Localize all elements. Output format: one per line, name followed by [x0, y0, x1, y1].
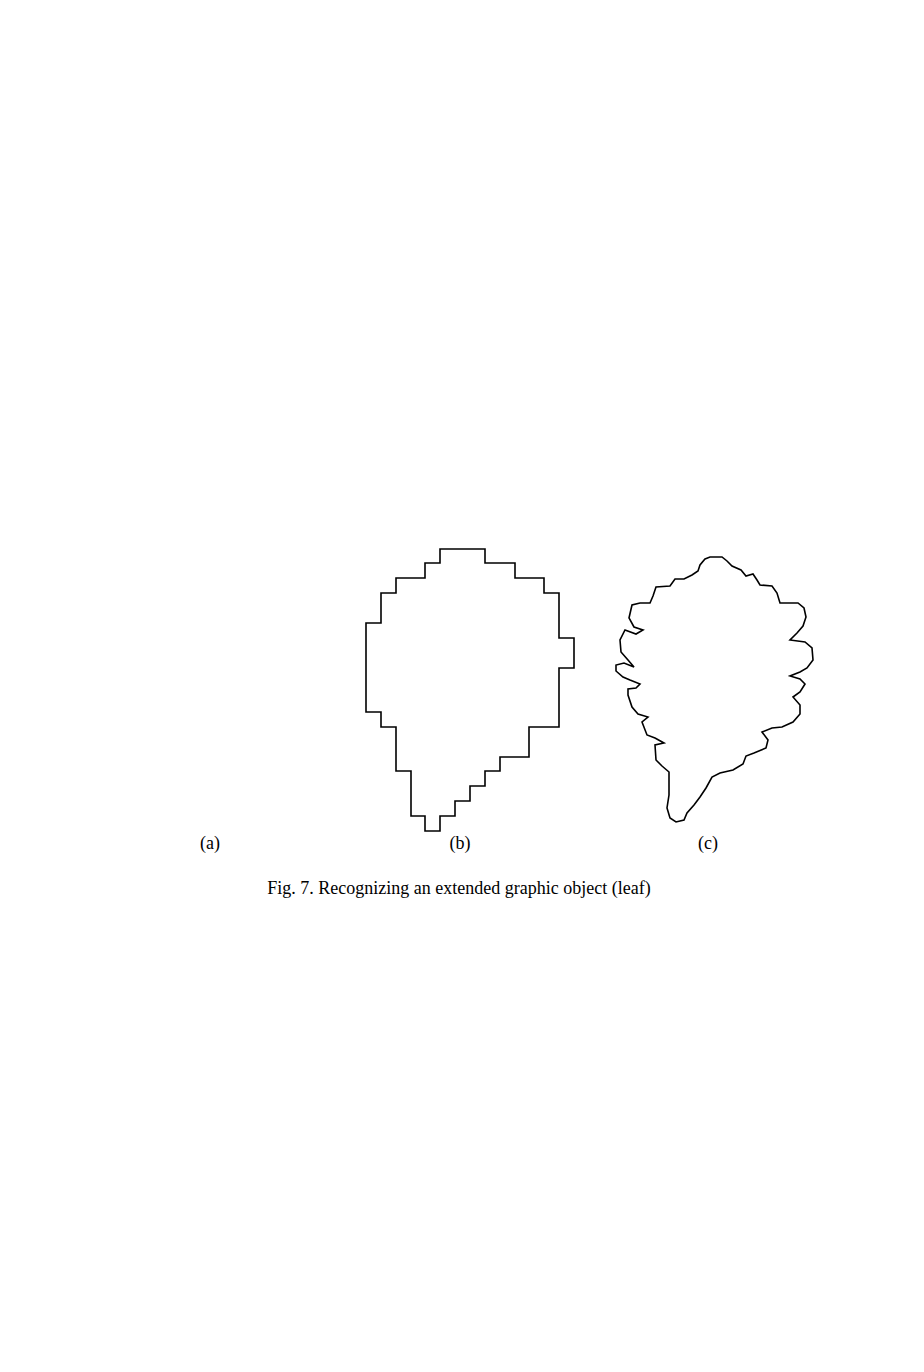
pixelated-leaf-outline: [366, 549, 574, 831]
panel-label: (b): [450, 833, 471, 854]
detailed-leaf-outline: [616, 557, 813, 822]
panel-label: (a): [200, 833, 220, 854]
figure-caption: Fig. 7. Recognizing an extended graphic …: [267, 878, 650, 899]
panel-label: (c): [698, 833, 718, 854]
